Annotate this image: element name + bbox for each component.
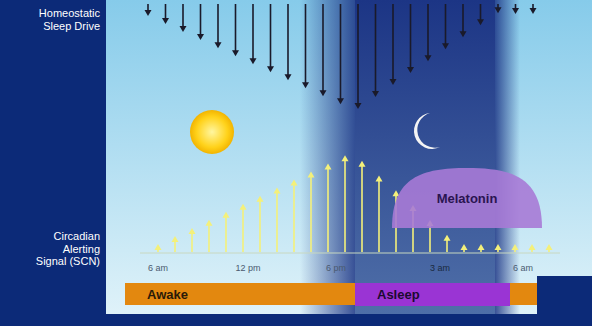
axis-title: Circadian Alerting Signal (SCN) xyxy=(30,230,100,268)
awake-bar-fill xyxy=(125,283,355,305)
awake-bar-end xyxy=(510,283,540,305)
sun xyxy=(190,110,234,154)
time-label: 6 am xyxy=(148,263,168,273)
dusk-shade xyxy=(300,0,355,314)
night-sky xyxy=(355,0,495,314)
axis-title: Homeostatic Sleep Drive xyxy=(20,7,100,32)
time-label: 6 am xyxy=(513,263,533,273)
node-label: Awake xyxy=(147,287,188,302)
node-label: Asleep xyxy=(377,287,420,302)
day-sky xyxy=(106,0,592,314)
asleep-bar: Asleep xyxy=(355,283,510,306)
baseline xyxy=(140,253,560,254)
time-label: 12 pm xyxy=(235,263,260,273)
sleep-drive-arrows xyxy=(145,4,537,109)
corner-panel xyxy=(537,276,592,326)
moon xyxy=(414,113,440,149)
melatonin-region: Melatonin xyxy=(392,168,542,228)
time-label: 3 am xyxy=(430,263,450,273)
node-label: Melatonin xyxy=(437,191,498,206)
awake-bar: Awake xyxy=(125,283,355,306)
alerting-arrows xyxy=(155,155,553,252)
time-label: 6 pm xyxy=(326,263,346,273)
